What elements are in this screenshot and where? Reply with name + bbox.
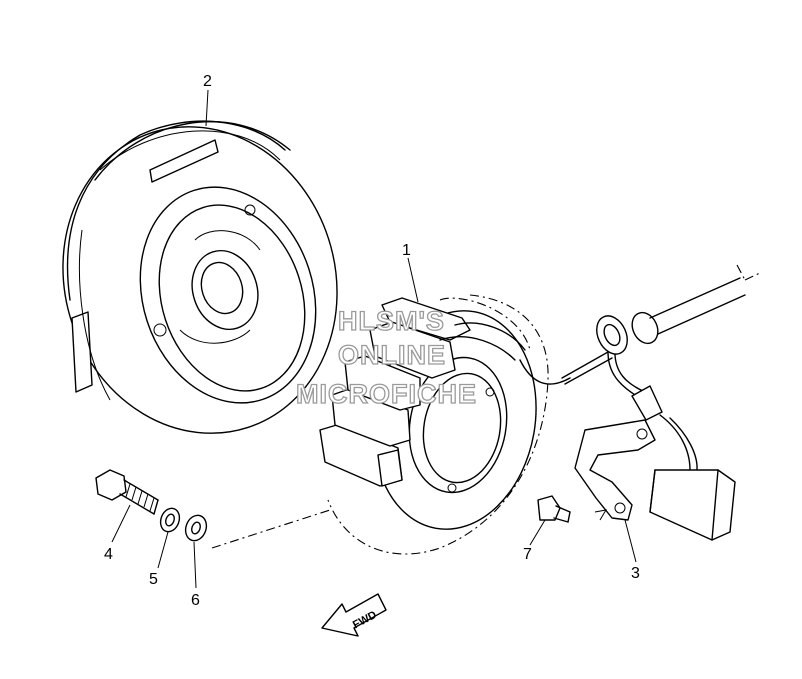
lock-washer (159, 507, 181, 533)
plain-washer (184, 514, 208, 542)
callout-4: 4 (104, 546, 113, 563)
watermark-line-2: ONLINE (338, 340, 446, 370)
flywheel-rotor (62, 120, 338, 434)
callout-6: 6 (191, 592, 200, 609)
watermark-line-3: MICROFICHE (296, 379, 477, 409)
leader-lines (111, 89, 637, 589)
screw (537, 495, 571, 523)
wire-harness (561, 264, 763, 541)
callout-1: 1 (402, 242, 411, 259)
stator-assembly (319, 294, 571, 555)
bolt (95, 469, 159, 515)
callout-7: 7 (523, 546, 532, 563)
callout-2: 2 (203, 73, 212, 90)
fwd-direction-arrow: FWD (321, 593, 387, 637)
callout-5: 5 (149, 571, 158, 588)
watermark-line-1: HLSM'S (338, 306, 445, 336)
wire-clamp (574, 419, 656, 521)
watermark: HLSM'S ONLINE MICROFICHE (295, 305, 477, 409)
assembly-line (211, 509, 331, 549)
callout-3: 3 (631, 565, 640, 582)
